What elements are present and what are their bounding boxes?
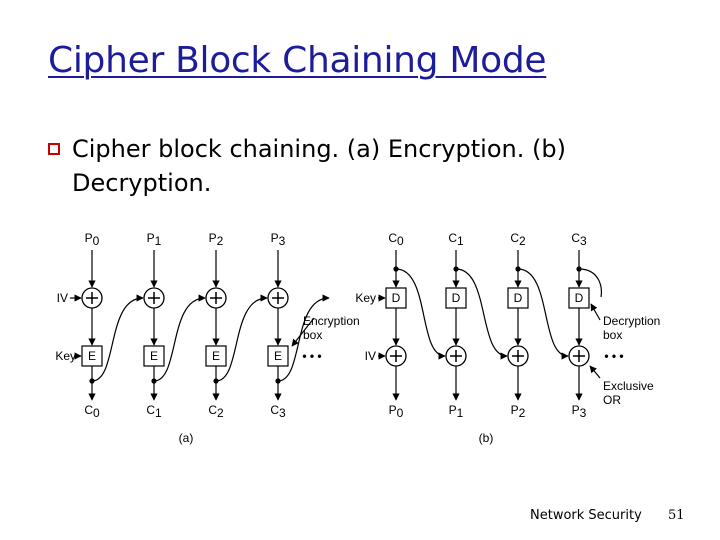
xor-operator (205, 287, 227, 309)
chaining-feedback-arrow (153, 294, 206, 382)
xor-operator (143, 287, 165, 309)
xor-operator (445, 345, 467, 367)
callout-decryption-box: Decryption (603, 314, 660, 328)
ciphertext-label: C2 (208, 403, 224, 420)
square-bullet-icon (48, 143, 60, 155)
callout-exclusive-or: Exclusive (603, 379, 654, 393)
iv-label: IV (57, 291, 68, 305)
callout-encryption-box: box (303, 328, 322, 342)
encryption-box: E (205, 345, 227, 367)
encryption-box: E (267, 345, 289, 367)
iv-label: IV (365, 349, 376, 363)
encryption-box: E (81, 345, 103, 367)
feedback-junction-dot (275, 378, 281, 384)
xor-callout-line (589, 365, 601, 379)
decryption-box: D (445, 287, 467, 309)
chaining-feedback-arrow (517, 268, 569, 360)
chaining-feedback-arrow (455, 268, 508, 360)
cipher-box-label: D (452, 291, 461, 305)
ciphertext-label: C1 (448, 231, 464, 248)
cipher-box-label: E (212, 349, 220, 363)
footer-label: Network Security (530, 508, 642, 523)
chaining-feedback-arrow (395, 268, 446, 360)
cipher-box-label: E (150, 349, 158, 363)
cipher-box-label: E (88, 349, 96, 363)
callout-exclusive-or: OR (603, 393, 621, 407)
cipher-box-label: D (514, 291, 523, 305)
encryption-box-callout-line (291, 317, 315, 347)
xor-operator (81, 287, 103, 309)
encryption-box: E (143, 345, 165, 367)
plaintext-label: P3 (572, 403, 587, 420)
plaintext-label: P0 (85, 231, 100, 248)
chaining-feedback-arrow (91, 294, 144, 382)
plaintext-label: P1 (449, 403, 464, 420)
ciphertext-label: C0 (84, 403, 100, 420)
chaining-feedback-arrow (578, 268, 603, 298)
ciphertext-label: C2 (510, 231, 526, 248)
decryption-box: D (507, 287, 529, 309)
key-label: Key (355, 291, 376, 305)
decryption-box: D (385, 287, 407, 309)
xor-operator (267, 287, 289, 309)
caption-a: (a) (179, 431, 194, 445)
chaining-feedback-arrow (277, 294, 330, 382)
xor-operator (568, 345, 590, 367)
xor-operator (507, 345, 529, 367)
key-label: Key (55, 349, 76, 363)
ciphertext-label: C0 (388, 231, 404, 248)
callout-encryption-box: Encryption (303, 314, 360, 328)
cipher-box-label: D (392, 291, 401, 305)
plaintext-label: P0 (389, 403, 404, 420)
callout-decryption-box: box (603, 328, 622, 342)
cipher-box-label: D (575, 291, 584, 305)
plaintext-label: P3 (271, 231, 286, 248)
slide-title: Cipher Block Chaining Mode (48, 40, 547, 81)
xor-operator (385, 345, 407, 367)
cipher-box-label: E (274, 349, 282, 363)
continuation-dots: • • • (604, 349, 623, 363)
continuation-dots: • • • (302, 349, 321, 363)
plaintext-label: P2 (209, 231, 224, 248)
ciphertext-label: C3 (571, 231, 587, 248)
decryption-box-callout-line (590, 303, 601, 321)
plaintext-label: P1 (147, 231, 162, 248)
caption-b: (b) (479, 431, 494, 445)
page-number: 51 (668, 508, 685, 523)
ciphertext-label: C1 (146, 403, 162, 420)
bullet-item: Cipher block chaining. (a) Encryption. (… (48, 132, 688, 200)
plaintext-label: P2 (511, 403, 526, 420)
ciphertext-label: C3 (270, 403, 286, 420)
decryption-box: D (568, 287, 590, 309)
chaining-feedback-arrow (215, 294, 268, 382)
bullet-text: Cipher block chaining. (a) Encryption. (… (72, 135, 566, 197)
